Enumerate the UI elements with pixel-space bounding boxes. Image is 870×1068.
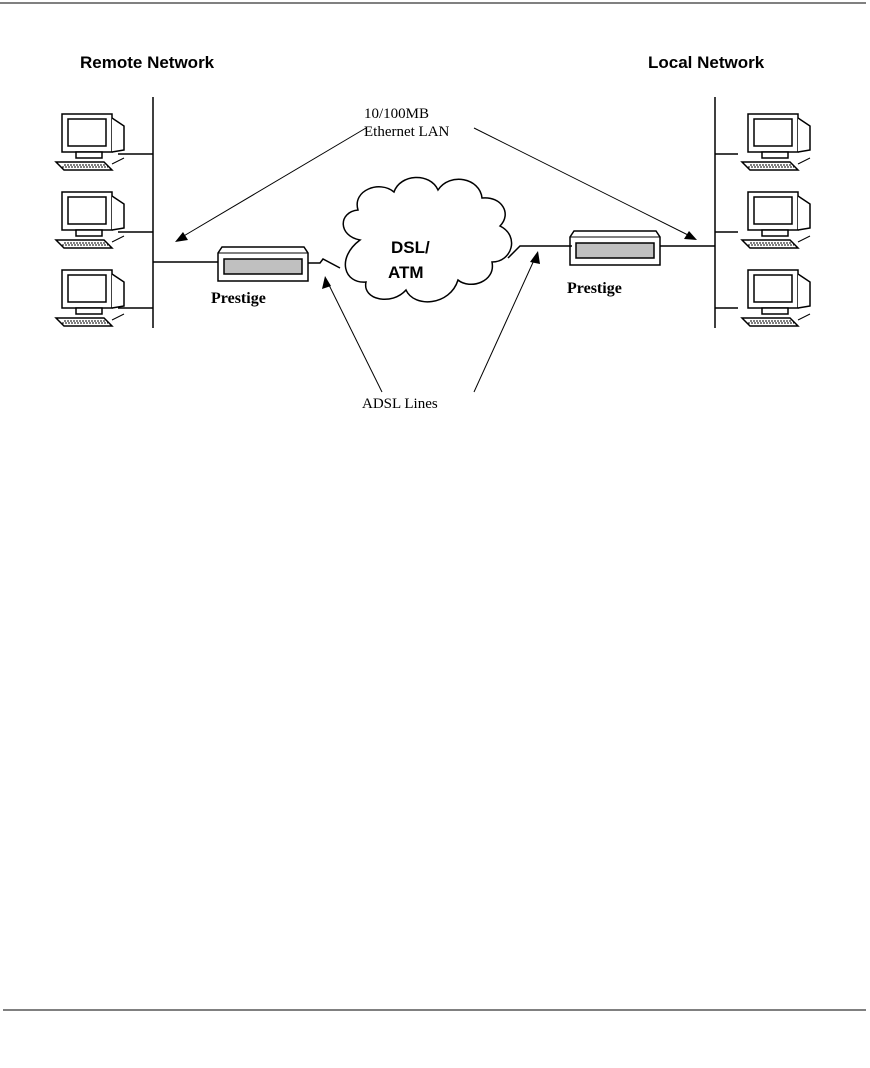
cloud-label-line1: DSL/ — [391, 238, 430, 257]
computer-icon — [742, 270, 810, 326]
lan-label-line2: Ethernet LAN — [364, 124, 450, 140]
computer-icon — [742, 192, 810, 248]
computer-icon — [56, 192, 124, 248]
lan-arrow-right — [474, 128, 690, 236]
computer-icon — [742, 114, 810, 170]
adsl-arrow-left — [328, 283, 382, 392]
prestige-left-label: Prestige — [211, 290, 266, 307]
prestige-right-label: Prestige — [567, 280, 622, 297]
local-network-label: Local Network — [648, 53, 765, 72]
adsl-label: ADSL Lines — [362, 396, 438, 412]
router-icon — [218, 247, 308, 281]
computer-icon — [56, 114, 124, 170]
remote-network-label: Remote Network — [80, 53, 215, 72]
cloud-label-line2: ATM — [388, 263, 424, 282]
lan-arrow-left — [182, 128, 366, 237]
computer-icon — [56, 270, 124, 326]
lan-label-line1: 10/100MB — [364, 106, 429, 122]
router-icon — [570, 231, 660, 265]
